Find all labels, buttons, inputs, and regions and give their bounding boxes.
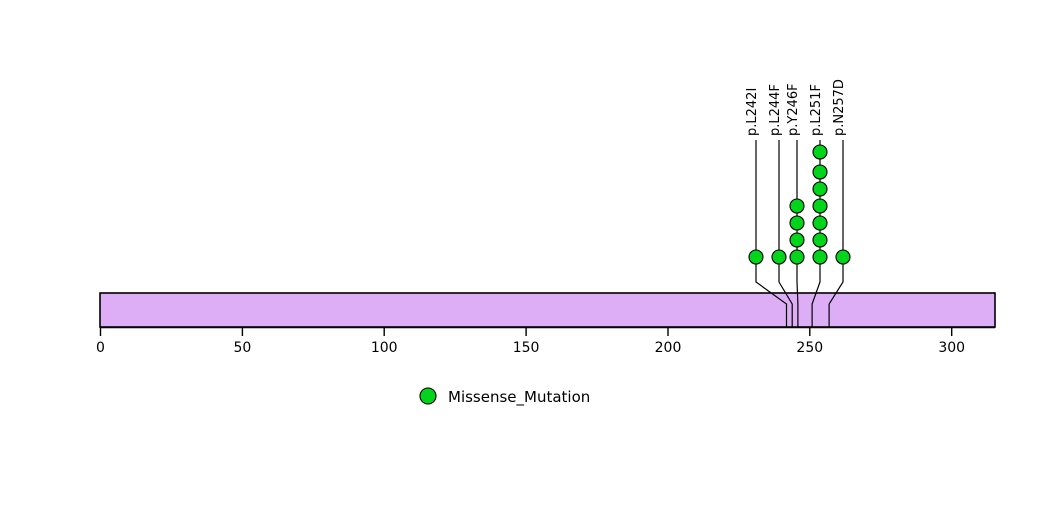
lollipop-p-Y246F[interactable]: p.Y246F — [786, 83, 805, 327]
mutation-label: p.Y246F — [786, 83, 801, 136]
lollipop-p-L242I[interactable]: p.L242I — [745, 88, 788, 327]
axis-tick-label-0: 0 — [96, 340, 105, 356]
lollipop-p-N257D[interactable]: p.N257D — [828, 79, 851, 327]
axis-tick-label-300: 300 — [938, 340, 965, 356]
protein-bar — [99, 292, 996, 328]
axis-tick-label-250: 250 — [796, 340, 823, 356]
lollipop-p-L251F[interactable]: p.L251F — [809, 84, 828, 327]
mutation-dot[interactable] — [812, 249, 828, 265]
mutation-dot[interactable] — [812, 144, 828, 160]
mutation-dot[interactable] — [835, 249, 851, 265]
axis-tick-label-50: 50 — [233, 340, 251, 356]
legend-marker-missense-mutation — [419, 387, 437, 405]
mutation-dot[interactable] — [789, 198, 805, 214]
mutation-dot[interactable] — [789, 249, 805, 265]
axis-tick-label-150: 150 — [513, 340, 540, 356]
legend-label-missense-mutation: Missense_Mutation — [448, 388, 590, 407]
mutation-dot[interactable] — [771, 249, 787, 265]
lollipop-p-L244F[interactable]: p.L244F — [768, 84, 793, 327]
mutation-label: p.L242I — [745, 88, 760, 136]
mutation-dot[interactable] — [812, 164, 828, 180]
mutation-dot[interactable] — [812, 181, 828, 197]
axis-tick-label-100: 100 — [371, 340, 398, 356]
mutation-dot[interactable] — [789, 215, 805, 231]
protein-domain-track — [99, 292, 996, 328]
x-axis: 0 50 100 150 200 250 300 — [96, 326, 995, 356]
legend: Missense_Mutation — [419, 387, 590, 407]
mutation-dot[interactable] — [789, 232, 805, 248]
mutation-dot[interactable] — [812, 215, 828, 231]
mutation-dot[interactable] — [812, 198, 828, 214]
mutation-label: p.L244F — [768, 84, 783, 136]
lollipop-stem — [755, 140, 788, 327]
lollipop-stem — [828, 140, 844, 327]
lollipop-stem — [778, 140, 793, 327]
mutation-label: p.L251F — [809, 84, 824, 136]
mutation-label: p.N257D — [832, 79, 847, 136]
mutation-dot[interactable] — [748, 249, 764, 265]
axis-tick-label-200: 200 — [655, 340, 682, 356]
mutation-dot[interactable] — [812, 232, 828, 248]
